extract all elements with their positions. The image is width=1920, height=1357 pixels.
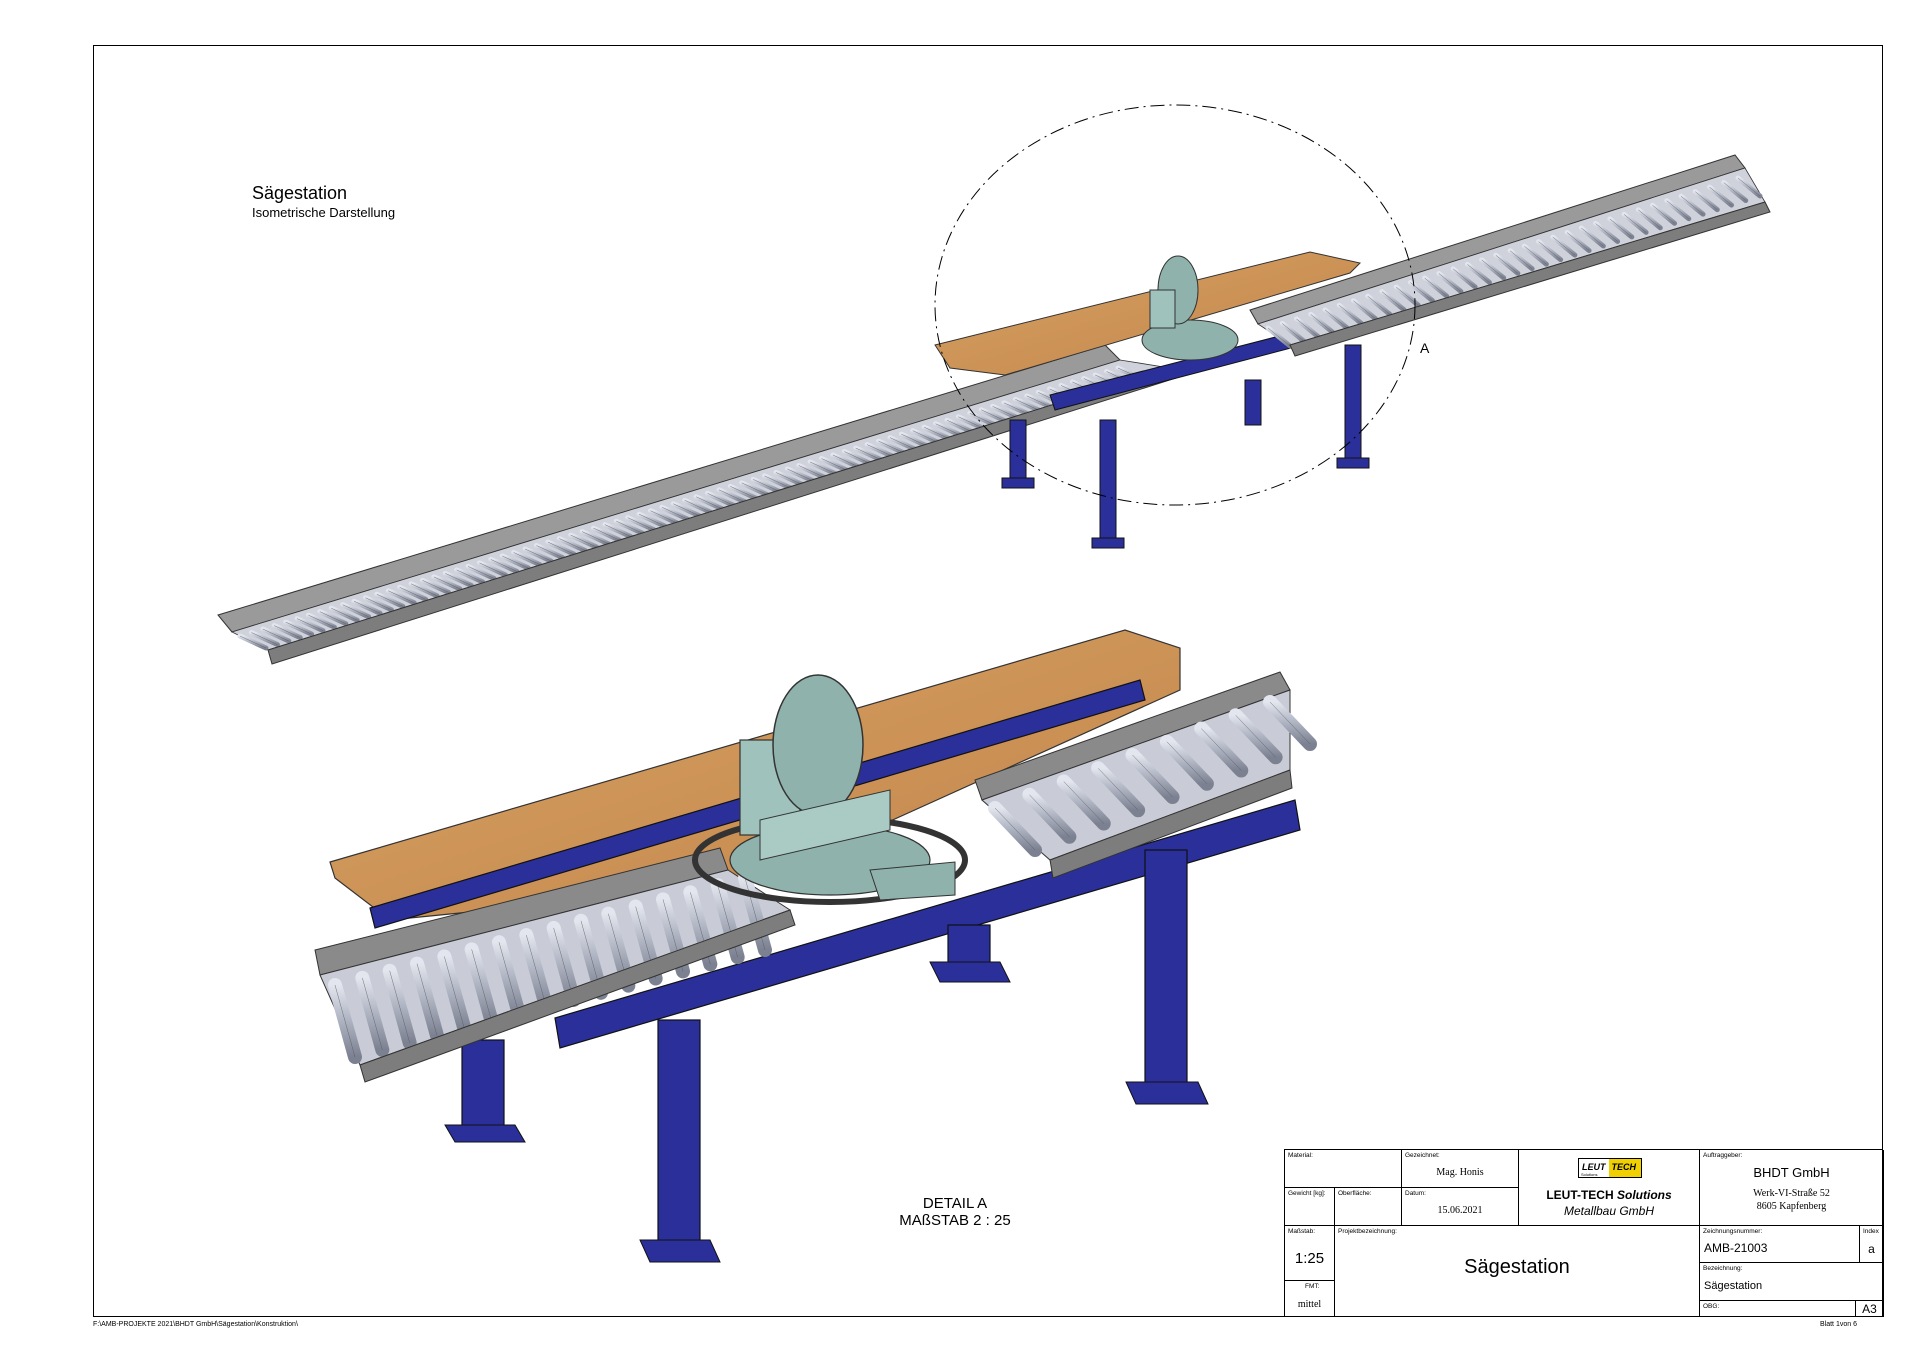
overview-leg-1 xyxy=(1009,419,1027,481)
detail-left-conveyor-front-rail xyxy=(359,909,796,1083)
detail-view xyxy=(314,629,1317,1263)
overview-long-conveyor-front-rail xyxy=(267,367,1177,665)
drawing-title: Sägestation xyxy=(252,183,348,203)
cell-obg: OBG: xyxy=(1700,1301,1856,1317)
overview-saw-turntable xyxy=(1141,319,1239,361)
overview-leg-4 xyxy=(1344,344,1362,461)
detail-frame-beam-front xyxy=(554,799,1301,1049)
cell-weight: Gewicht [kg]: xyxy=(1285,1188,1335,1226)
client-city: 8605 Kapfenberg xyxy=(1756,1201,1827,1212)
index: a xyxy=(1868,1242,1875,1256)
designation: Sägestation xyxy=(1704,1280,1763,1292)
detail-scale: MAßSTAB 2 : 25 xyxy=(899,1212,1011,1229)
detail-circle xyxy=(934,104,1416,506)
cell-designation: Bezeichnung: Sägestation xyxy=(1700,1263,1884,1301)
cell-format: FMT: mittel xyxy=(1285,1281,1335,1317)
cell-drawn-by: Gezeichnet: Mag. Honis xyxy=(1402,1150,1519,1188)
overview-table-top xyxy=(934,251,1361,376)
detail-rollers-left xyxy=(328,871,772,1064)
sheet-info: Blatt 1von 6 xyxy=(1820,1321,1857,1328)
detail-leg-right xyxy=(1125,849,1209,1105)
cell-company: LEUT TECH Solutions LEUT-TECH Solutions … xyxy=(1519,1150,1700,1226)
client-name: BHDT GmbH xyxy=(1753,1165,1830,1180)
detail-leg-front-middle xyxy=(639,1019,721,1263)
saw-fence xyxy=(759,789,891,861)
title-block: Material: Gezeichnet: Mag. Honis LEUT TE… xyxy=(1284,1149,1884,1317)
detail-leg-front-left xyxy=(444,1039,526,1143)
cell-drawing-number: Zeichnungsnummer: AMB-21003 xyxy=(1700,1226,1860,1263)
format: mittel xyxy=(1297,1299,1322,1310)
sheet-size: A3 xyxy=(1862,1302,1877,1316)
overview-right-conveyor-front-rail xyxy=(1289,201,1771,357)
cell-index: Index a xyxy=(1860,1226,1884,1263)
date: 15.06.2021 xyxy=(1437,1205,1483,1216)
detail-rollers-right xyxy=(988,695,1317,857)
overview-leg-2 xyxy=(1099,419,1117,541)
cell-client: Auftraggeber: BHDT GmbH Werk-VI-Straße 5… xyxy=(1700,1150,1884,1226)
company-subtitle: Metallbau GmbH xyxy=(1563,1204,1655,1218)
sheet-frame xyxy=(93,45,1883,1317)
overview-long-conveyor-rear-rail xyxy=(217,344,1121,633)
drawing-number: AMB-21003 xyxy=(1704,1241,1768,1255)
company-name: LEUT-TECH xyxy=(1546,1188,1614,1202)
detail-marker: A xyxy=(1420,340,1430,356)
cell-material: Material: xyxy=(1285,1150,1402,1188)
saw-blade xyxy=(772,674,864,816)
overview-leg-3 xyxy=(1244,379,1262,426)
cell-project: Projektbezeichnung: Sägestation xyxy=(1335,1226,1700,1317)
detail-title: DETAIL A xyxy=(922,1195,988,1212)
client-street: Werk-VI-Straße 52 xyxy=(1753,1188,1830,1199)
overview-view xyxy=(217,154,1771,665)
cell-date: Datum: 15.06.2021 xyxy=(1402,1188,1519,1226)
saw-arm xyxy=(869,861,956,901)
detail-miter-saw xyxy=(692,674,968,905)
scale: 1:25 xyxy=(1294,1250,1325,1267)
detail-leg-rear-middle xyxy=(929,924,1011,983)
cell-scale: Maßstab: 1:25 xyxy=(1285,1226,1335,1281)
file-path: F:\AMB-PROJEKTE 2021\BHDT GmbH\Sägestati… xyxy=(93,1321,298,1328)
drawing-subtitle: Isometrische Darstellung xyxy=(252,205,396,220)
cell-surface: Oberfläche: xyxy=(1335,1188,1402,1226)
drawn-by: Mag. Honis xyxy=(1436,1167,1484,1178)
overview-rollers-right xyxy=(1265,175,1763,349)
project-name: Sägestation xyxy=(1464,1256,1570,1278)
company-logo: LEUT TECH xyxy=(1578,1158,1642,1178)
cell-sheet-size: A3 xyxy=(1856,1301,1884,1317)
detail-right-conveyor-front-rail xyxy=(1049,769,1293,879)
